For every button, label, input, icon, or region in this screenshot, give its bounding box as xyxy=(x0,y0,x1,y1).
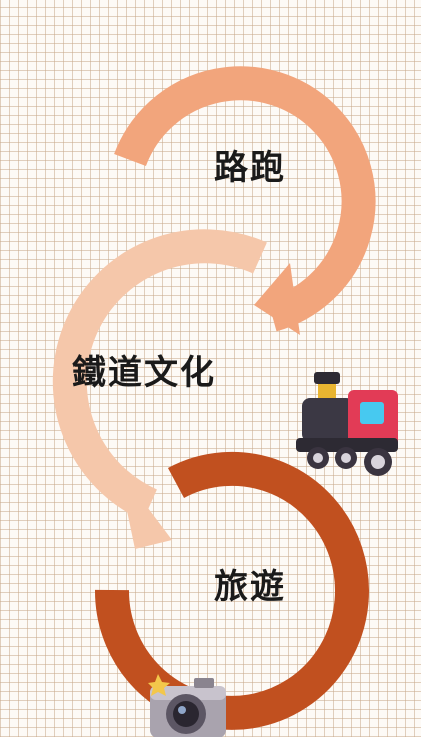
loop-1-arrowhead xyxy=(254,263,300,335)
loop-3 xyxy=(94,451,369,730)
camera-icon xyxy=(148,674,226,737)
steam-train-icon xyxy=(296,372,398,476)
loop-1-arc xyxy=(114,66,376,332)
loop-1-label: 路跑 xyxy=(214,148,286,188)
loop-2 xyxy=(52,229,267,549)
loop-2-label: 鐵道文化 xyxy=(72,353,216,393)
loop-3-label: 旅遊 xyxy=(214,567,286,607)
loop-2-arrowhead xyxy=(118,468,172,549)
loop-3-arc xyxy=(94,451,369,730)
loop-1 xyxy=(114,66,376,335)
loop-2-arc xyxy=(52,229,267,521)
